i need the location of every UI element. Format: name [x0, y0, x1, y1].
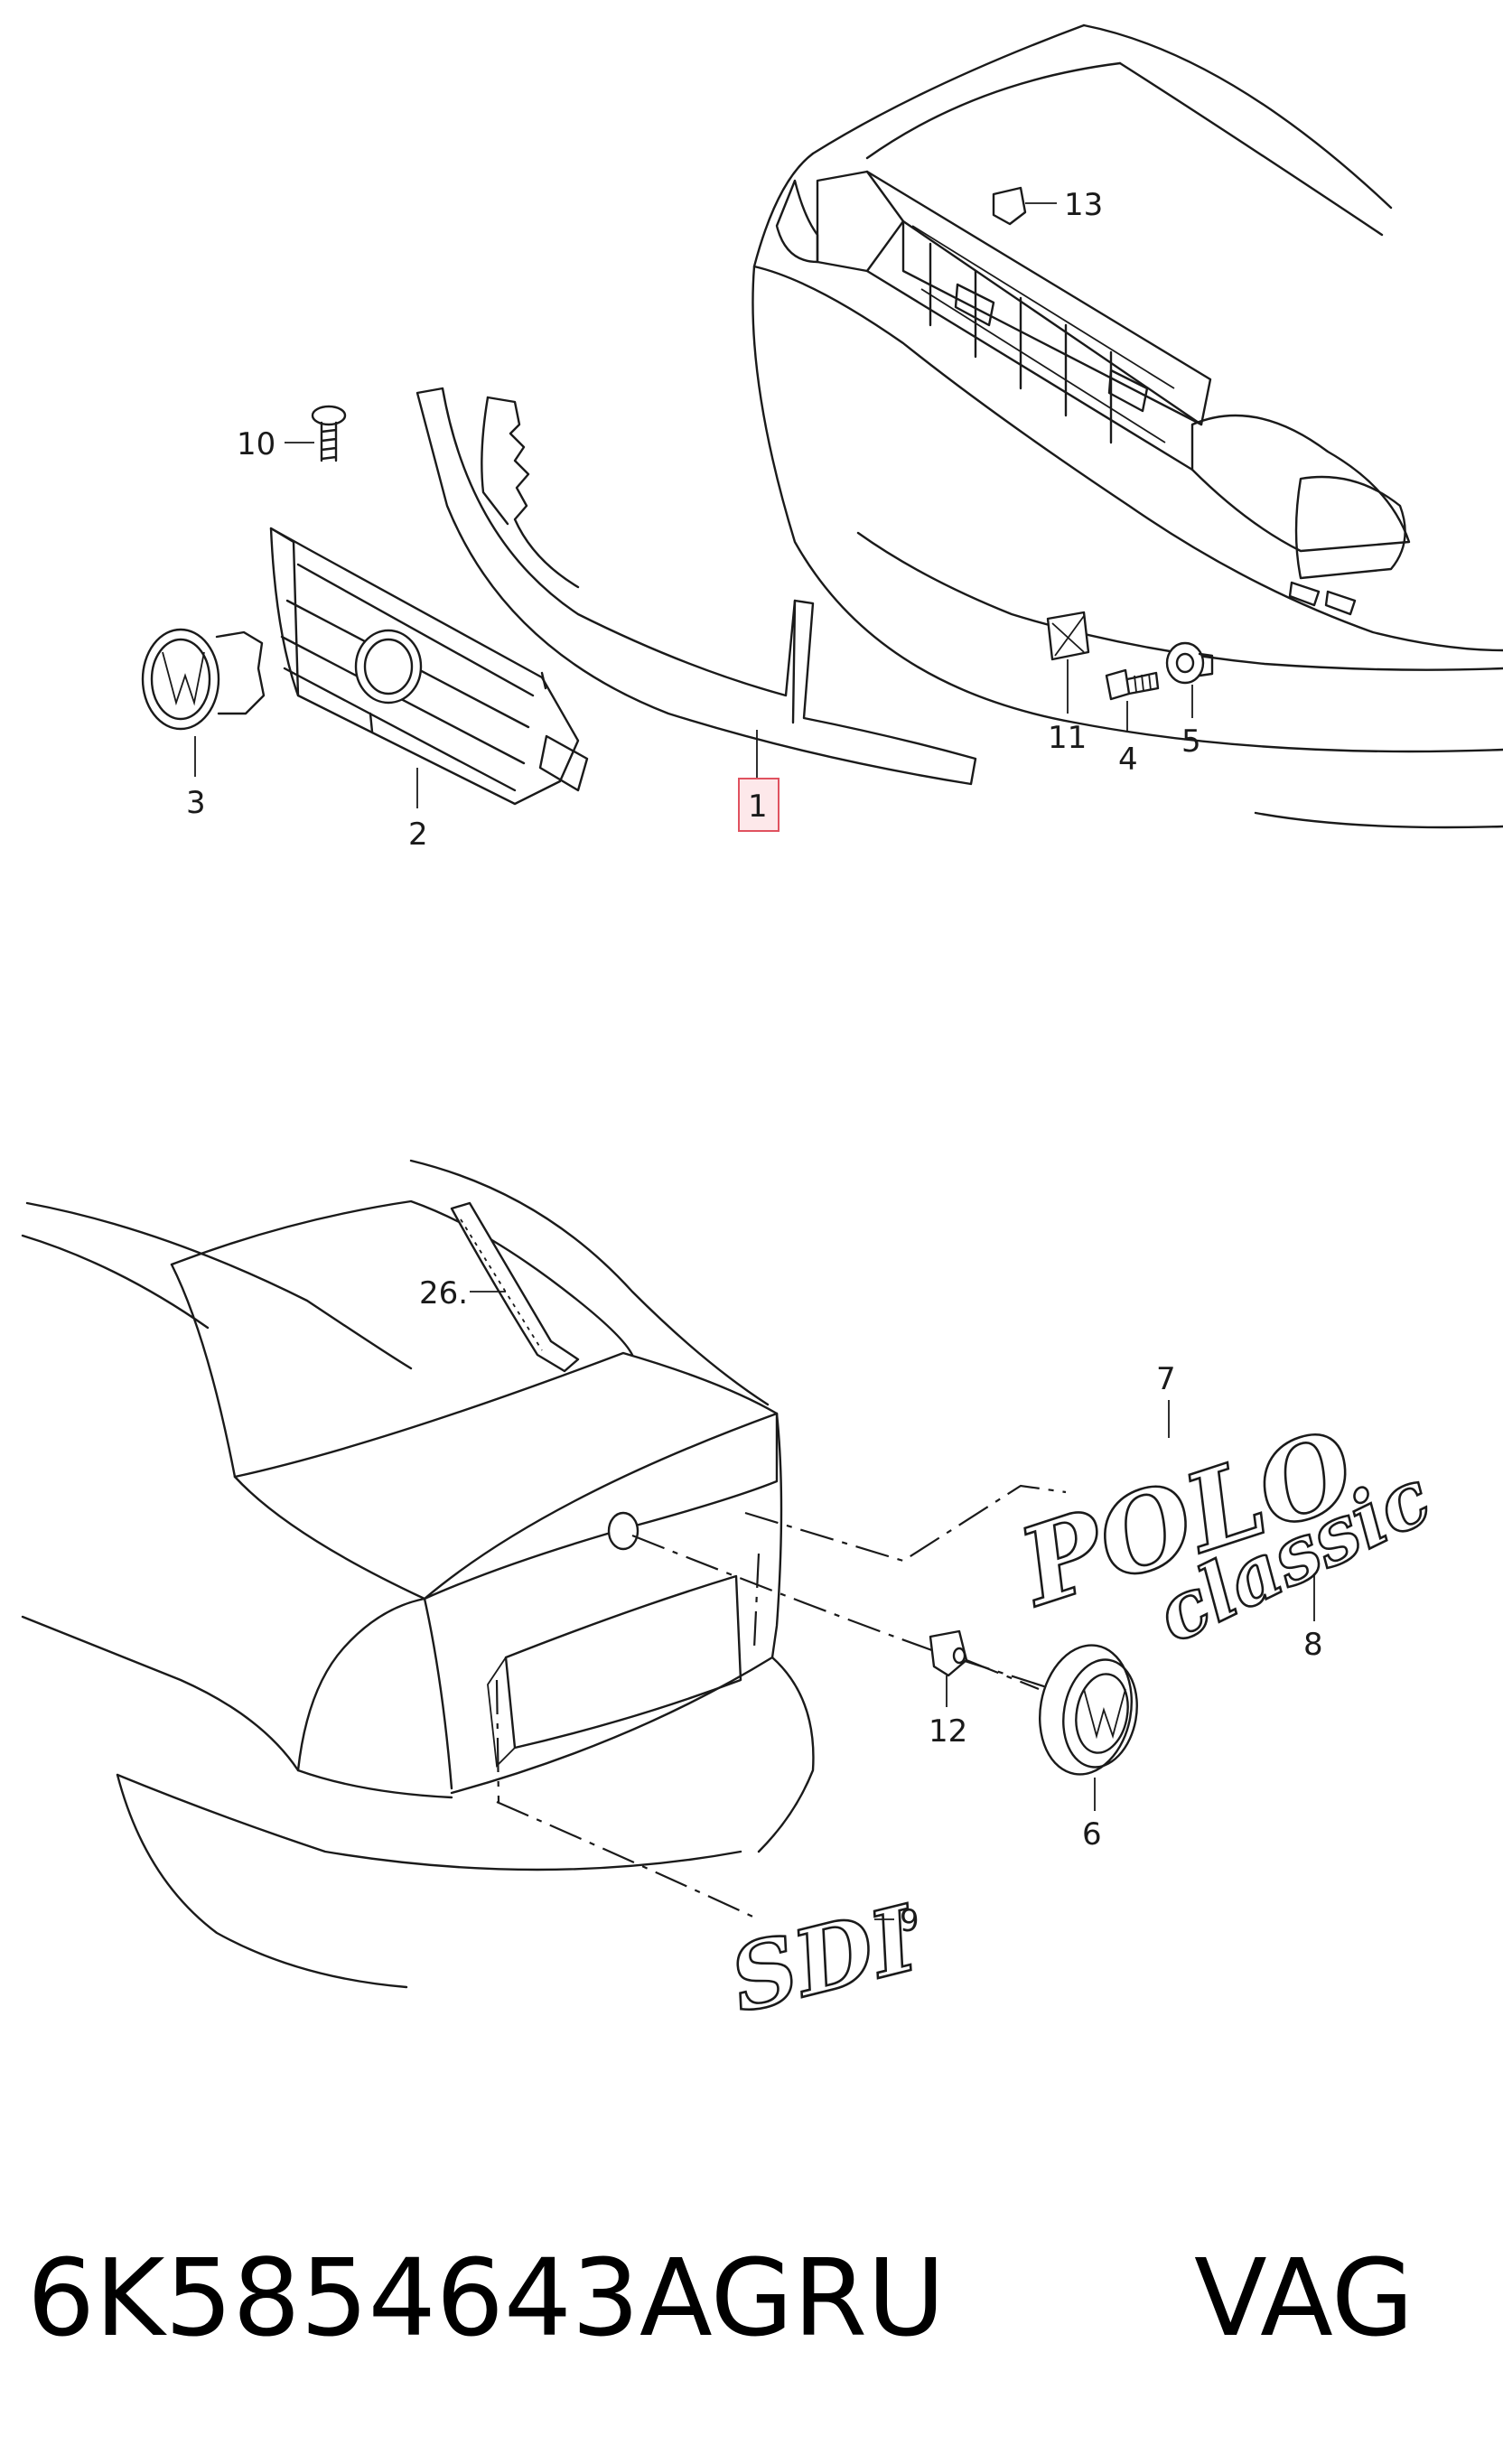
seal-26-part: 26.	[419, 1201, 580, 1373]
grille-2-part: 2	[269, 527, 589, 853]
nut-5-part: 5	[1165, 641, 1214, 760]
callout-5: 5	[1181, 723, 1201, 760]
brand-label: VAG	[1194, 2235, 1414, 2360]
emblem-3-part: 3	[141, 628, 266, 821]
callout-10: 10	[237, 426, 275, 462]
callout-8: 8	[1303, 1627, 1323, 1663]
callout-7: 7	[1156, 1361, 1176, 1397]
callout-11: 11	[1048, 720, 1087, 756]
grille-trim-1-part: 1	[415, 387, 977, 832]
part-number-label: 6K5854643AGRU	[27, 2235, 945, 2360]
clip-12-part: 12	[929, 1629, 967, 1750]
screw-10-part: 10	[237, 405, 347, 462]
screw-4-part: 4	[1105, 668, 1160, 778]
callout-26: 26.	[419, 1275, 468, 1311]
pad-11-part: 11	[1046, 611, 1090, 756]
front-car-body	[752, 23, 1503, 829]
emblem-6-part: 6	[1038, 1644, 1138, 1853]
callout-4: 4	[1118, 742, 1138, 778]
sdi-badge-9-part: SDI 9	[719, 1883, 930, 2035]
callout-6: 6	[1082, 1816, 1102, 1853]
callout-13: 13	[1064, 187, 1103, 223]
leader-lines	[495, 1484, 1067, 1920]
callout-2: 2	[408, 817, 428, 853]
callout-12: 12	[929, 1713, 967, 1750]
rear-car-body	[21, 1159, 815, 1989]
callout-1: 1	[748, 789, 768, 825]
callout-9: 9	[900, 1903, 920, 1939]
callout-3: 3	[186, 785, 206, 821]
clip-13-part: 13	[992, 186, 1103, 226]
sdi-badge: SDI	[720, 1884, 929, 2033]
